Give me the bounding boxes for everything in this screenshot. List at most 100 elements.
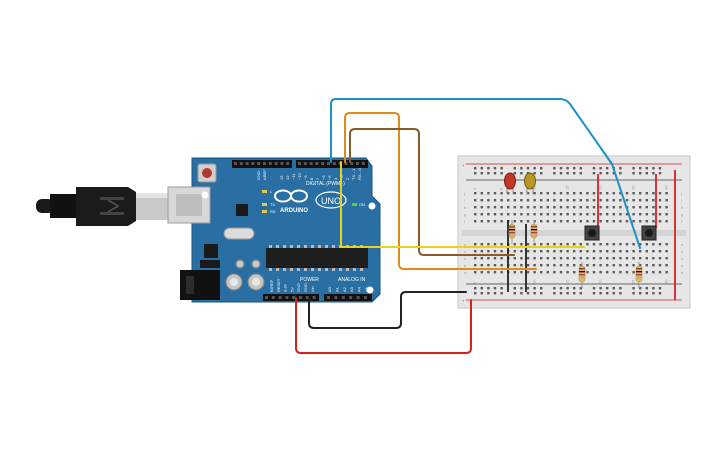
analog-label: ANALOG IN [338, 277, 366, 283]
row-letter: c [464, 256, 466, 261]
rail-minus-label-bottom: - [462, 283, 464, 288]
column-number: 1 [472, 281, 477, 284]
usb-cable[interactable] [36, 187, 168, 226]
capacitors [225, 259, 265, 291]
row-letter: a [464, 270, 467, 275]
rail-minus-label: - [462, 179, 464, 184]
wire-black[interactable] [308, 291, 467, 329]
mounting-hole [201, 191, 209, 199]
power-pin-label: RESET [276, 278, 281, 292]
row-letter: e [681, 242, 684, 247]
wire-orange[interactable] [344, 112, 537, 270]
column-number: 15 [564, 185, 569, 190]
aref-label: AREF [262, 169, 267, 180]
on-led-label: ON [359, 202, 365, 207]
column-number: 30 [663, 185, 668, 190]
power-pin-label: GND [303, 283, 308, 292]
resistor[interactable] [635, 262, 643, 288]
led-yellow[interactable] [524, 172, 536, 194]
power-header[interactable] [263, 294, 372, 301]
l-led [262, 190, 267, 193]
column-number: 25 [630, 279, 635, 284]
reset-button[interactable] [197, 163, 217, 183]
digital-label: DIGITAL (PWM~) [306, 181, 345, 187]
row-letter: d [464, 249, 466, 254]
row-letter: h [681, 205, 683, 210]
row-letter: d [681, 249, 683, 254]
row-letter: g [464, 212, 466, 217]
digital-pin-label: TX→1 [351, 168, 356, 180]
power-pin-label: IOREF [269, 279, 274, 292]
power-pin-label: 3.3V [283, 283, 288, 292]
analog-pin-label: A2 [342, 286, 347, 292]
column-number: 25 [630, 185, 635, 190]
crystal [223, 227, 255, 240]
power-pin-label: Vin [310, 286, 315, 292]
svg-text:UNO: UNO [321, 196, 341, 206]
digital-pin-label: ~10 [297, 172, 302, 180]
digital-pin-label: 13 [279, 175, 284, 180]
analog-pin-label: A0 [327, 286, 332, 292]
push-button[interactable] [584, 225, 600, 241]
digital-pin-label: 4 [333, 177, 338, 180]
row-letter: a [681, 270, 684, 275]
mounting-hole [366, 286, 374, 294]
on-led [352, 203, 357, 206]
resistor[interactable] [530, 220, 538, 244]
digital-pin-label: RX←0 [357, 167, 362, 180]
wire-red[interactable] [295, 297, 472, 354]
row-letter: c [681, 256, 683, 261]
column-number: 10 [531, 279, 536, 284]
column-number: 5 [498, 187, 503, 190]
row-letter: f [681, 219, 683, 224]
row-letter: i [464, 198, 465, 203]
column-number: 15 [564, 279, 569, 284]
digital-pin-label: ~6 [321, 175, 326, 180]
row-letter: i [681, 198, 682, 203]
voltage-regulator [204, 244, 218, 258]
mounting-hole [368, 202, 376, 210]
resistor[interactable] [508, 220, 516, 244]
analog-pin-label: A4 [357, 286, 362, 292]
atmega-chip [266, 245, 368, 271]
rx-led [262, 210, 267, 213]
digital-pin-label: 2 [345, 177, 350, 180]
wire-brown[interactable] [349, 128, 515, 256]
wires[interactable] [295, 98, 641, 354]
column-number: 5 [498, 281, 503, 284]
wire-yellow[interactable] [340, 161, 585, 248]
column-number: 30 [663, 279, 668, 284]
power-label: POWER [300, 277, 319, 283]
row-letter: b [681, 263, 684, 268]
led-red[interactable] [504, 172, 516, 194]
column-number: 20 [597, 185, 602, 190]
wire-blue[interactable] [330, 98, 641, 249]
digital-pin-label: 7 [315, 177, 320, 180]
digital-pin-label: ~11 [291, 173, 296, 180]
digital-pin-label: ~9 [303, 175, 308, 180]
svg-text:ARDUINO: ARDUINO [280, 208, 308, 214]
gnd-label: GND [256, 171, 261, 180]
row-letter: j [463, 191, 465, 196]
column-number: 1 [472, 187, 477, 190]
row-letter: g [681, 212, 683, 217]
analog-pin-label: A3 [349, 286, 354, 292]
analog-pin-label: A5 [364, 286, 369, 292]
resistor[interactable] [578, 262, 586, 288]
rail-plus-label-bottom: + [462, 298, 465, 303]
column-number: 20 [597, 279, 602, 284]
rx-led-label: RX [270, 209, 276, 214]
usb-chip [236, 204, 248, 216]
digital-header[interactable] [232, 160, 368, 168]
power-pin-label: 5V [289, 287, 294, 292]
row-letter: e [464, 242, 467, 247]
tx-led [262, 203, 267, 206]
push-button[interactable] [641, 225, 657, 241]
rail-plus-label: + [462, 163, 465, 168]
l-led-label: L [270, 189, 273, 194]
power-pin-label: GND [296, 283, 301, 292]
